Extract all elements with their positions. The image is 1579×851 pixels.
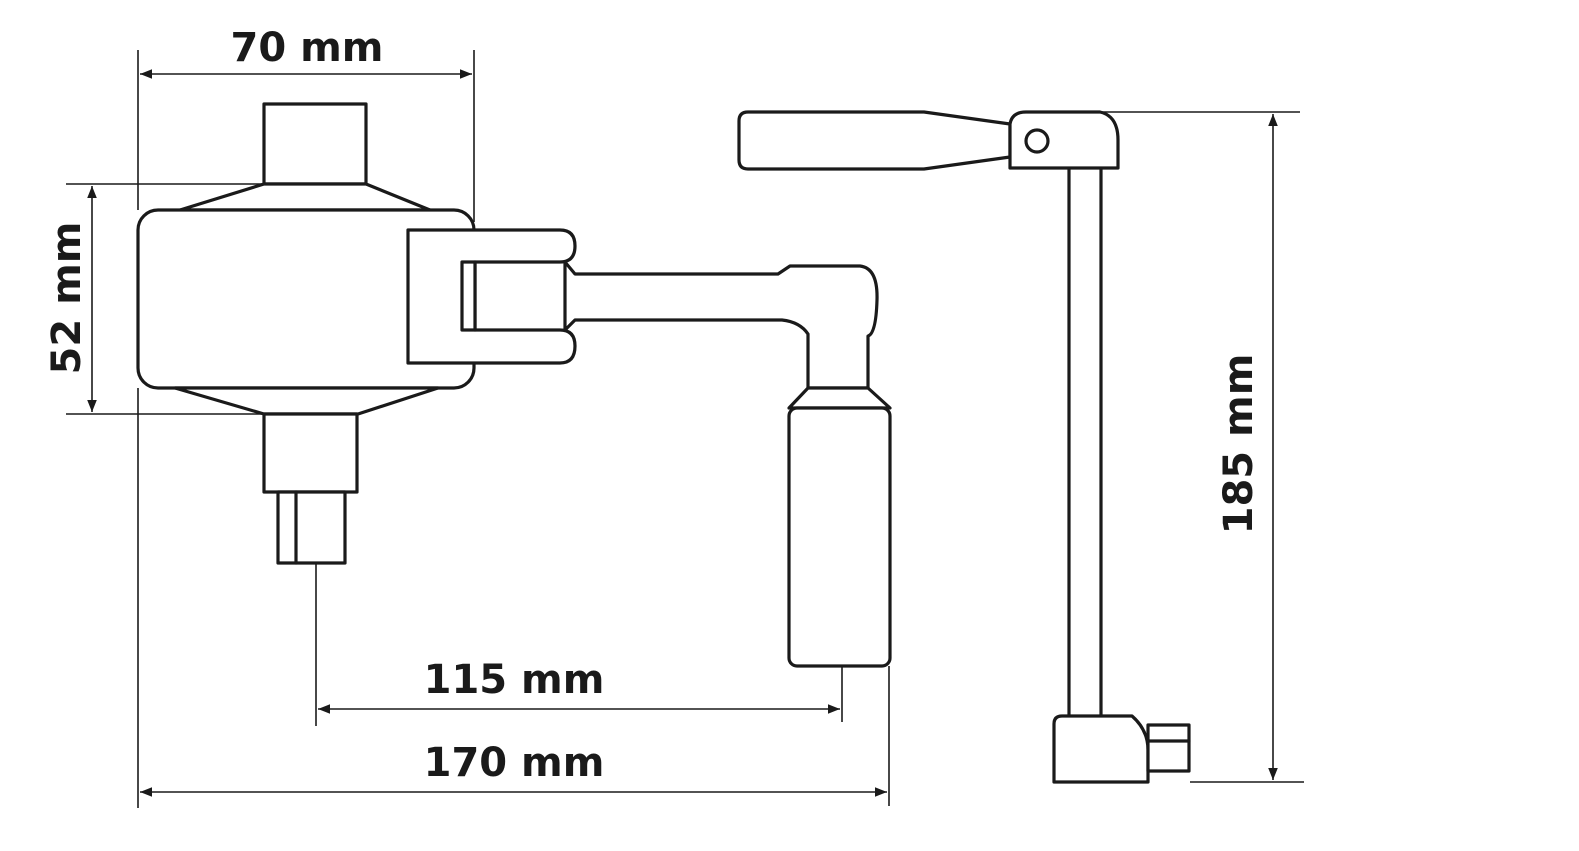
- output-body: [262, 412, 359, 494]
- dimension-labels: 70 mm 52 mm 115 mm 170 mm 185 mm: [44, 25, 1262, 786]
- pivot-pin: [1024, 128, 1050, 154]
- ratchet-handle: [737, 110, 1191, 784]
- dim-label-185: 185 mm: [1216, 354, 1262, 535]
- dim-label-52: 52 mm: [44, 222, 90, 375]
- ratchet-square-drive: [1146, 723, 1191, 773]
- input-square-drive: [262, 102, 368, 186]
- dimension-lines: [66, 50, 1304, 808]
- handle-shaft: [1067, 164, 1103, 724]
- dim-label-115: 115 mm: [424, 657, 605, 703]
- fork-slot: [460, 260, 477, 332]
- upper-cone: [178, 182, 432, 212]
- gearbox: [136, 102, 476, 565]
- reaction-fork: [406, 228, 577, 365]
- lower-cone: [173, 386, 440, 416]
- output-square-drive: [276, 490, 347, 565]
- ratchet-head: [1052, 714, 1150, 784]
- reaction-foot: [787, 406, 892, 668]
- dim-label-70: 70 mm: [231, 25, 384, 71]
- reaction-arm: [406, 228, 892, 668]
- arm-bar: [563, 260, 879, 390]
- foot-cone: [787, 386, 892, 410]
- t-bar-grip: [737, 110, 1012, 171]
- dim-label-170: 170 mm: [424, 740, 605, 786]
